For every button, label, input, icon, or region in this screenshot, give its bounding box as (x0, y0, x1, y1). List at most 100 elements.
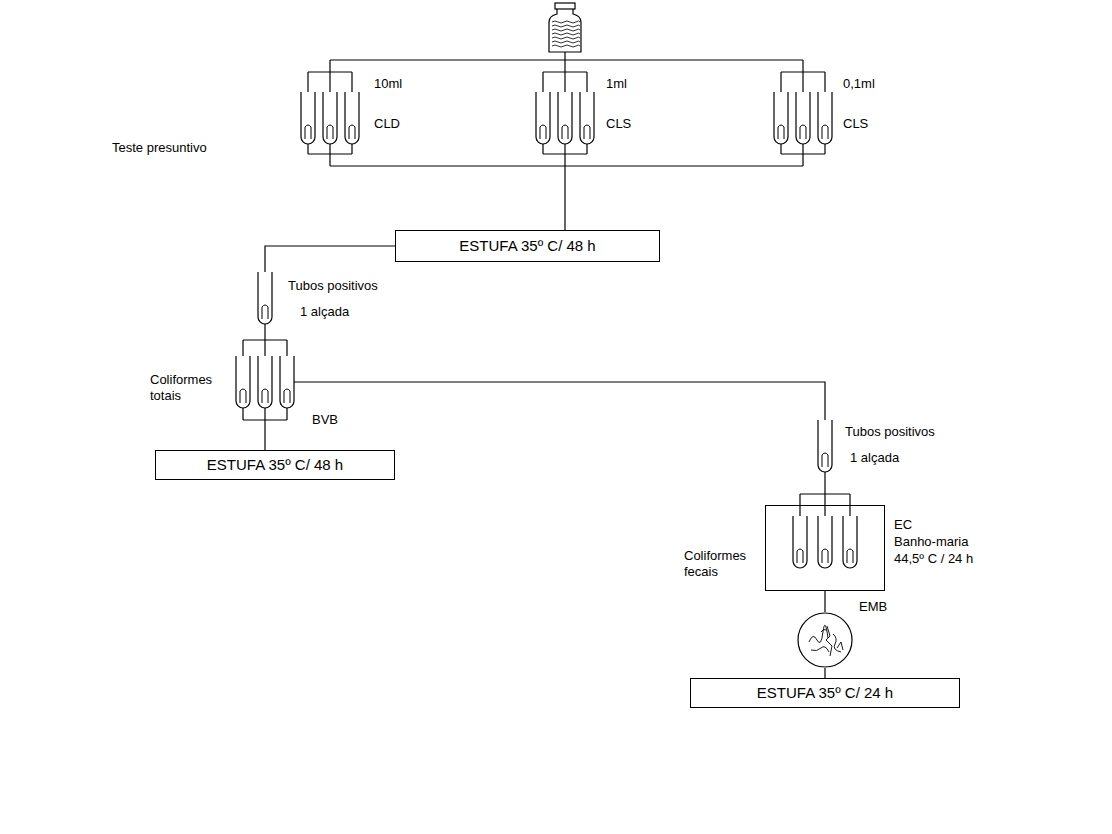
flow-line (802, 154, 803, 166)
flow-line (265, 246, 395, 272)
flow-line (542, 72, 543, 92)
durham-tube (305, 125, 311, 139)
durham-tube (584, 125, 590, 139)
test-tube (301, 92, 315, 144)
bath-text: Banho-maria 44,5º C / 24 h (894, 533, 994, 567)
connector-line (824, 591, 825, 612)
tube-outline (258, 272, 272, 324)
tube-outline (818, 92, 832, 144)
test-tube (580, 92, 594, 144)
flow-line (802, 144, 803, 154)
flow-line (824, 144, 825, 154)
flow-line (780, 72, 781, 92)
flow-line (564, 72, 565, 92)
flow-line (542, 144, 543, 154)
step-label: Tubos positivos (288, 278, 378, 294)
water-bath-box: ECBanho-maria 44,5º C / 24 h (765, 505, 885, 591)
step-label: Tubos positivos (845, 424, 935, 440)
durham-tube (284, 389, 290, 403)
flow-line (802, 60, 803, 72)
medium-label: CLD (374, 116, 400, 132)
flow-line (351, 72, 352, 92)
tube-outline (345, 92, 359, 144)
flow-line (586, 144, 587, 154)
incubator-box: ESTUFA 35º C/ 24 h (690, 678, 960, 708)
colony-growth (821, 629, 827, 632)
medium-label: BVB (312, 412, 338, 428)
test-tube (345, 92, 359, 144)
test-tube (280, 356, 294, 408)
flow-line (264, 340, 265, 356)
flow-line (824, 472, 825, 494)
flow-line (586, 72, 587, 92)
bottle-liquid (552, 41, 580, 43)
test-tube (796, 92, 810, 144)
durham-tube (822, 125, 828, 139)
tube-outline (536, 92, 550, 144)
durham-tube (540, 125, 546, 139)
test-tube (323, 92, 337, 144)
flow-line (242, 408, 243, 420)
flow-line (242, 340, 243, 356)
bottle-liquid (552, 29, 580, 31)
group-label: Coliformes fecais (684, 548, 758, 580)
sample-bottle (549, 3, 581, 52)
flow-lines (243, 52, 850, 516)
tube-outline (558, 92, 572, 144)
flow-line (824, 72, 825, 92)
durham-tube (822, 453, 828, 467)
durham-tube (797, 549, 803, 563)
box-text: ESTUFA 35º C/ 48 h (459, 237, 595, 255)
dish-outline (797, 612, 853, 668)
durham-tube (262, 305, 268, 319)
durham-tube (262, 389, 268, 403)
colony-growth (811, 647, 829, 652)
flow-line (294, 382, 825, 420)
bottle-liquid (552, 33, 580, 35)
durham-tube (349, 125, 355, 139)
flow-line (329, 144, 330, 154)
colony-growth (837, 642, 843, 650)
flow-line (264, 408, 265, 420)
flow-line (564, 154, 565, 166)
tube-outline (774, 92, 788, 144)
bottle-liquid (552, 21, 580, 23)
tube-outline (323, 92, 337, 144)
tube-outline (796, 92, 810, 144)
step-label: 1 alçada (850, 450, 899, 466)
flow-line (351, 144, 352, 154)
flow-line (264, 324, 265, 340)
stage-label: Teste presuntivo (112, 140, 207, 156)
medium-label: CLS (606, 116, 631, 132)
bottle-cap (555, 3, 575, 9)
flow-line (286, 408, 287, 420)
step-label: 1 alçada (300, 304, 349, 320)
bottle-body (549, 8, 581, 52)
tube-outline (236, 356, 250, 408)
flow-line (329, 60, 330, 72)
flow-line (564, 60, 565, 72)
incubator-box: ESTUFA 35º C/ 48 h (155, 450, 395, 480)
test-tube (843, 516, 857, 568)
volume-label: 1ml (606, 76, 627, 92)
flow-line (330, 59, 803, 60)
test-tube (536, 92, 550, 144)
flow-line (307, 72, 308, 92)
flow-line (286, 340, 287, 356)
test-tube (258, 356, 272, 408)
petri-dish: EMB (797, 612, 853, 668)
tube-outline (818, 420, 832, 472)
box-text: ESTUFA 35º C/ 24 h (757, 684, 893, 702)
bottle-liquid (552, 37, 580, 39)
test-tube (236, 356, 250, 408)
dish-rim (798, 613, 852, 667)
flow-line (329, 154, 330, 166)
tube-outline (280, 356, 294, 408)
volume-label: 10ml (374, 76, 402, 92)
test-tube (558, 92, 572, 144)
tube-outline (301, 92, 315, 144)
flow-line (264, 420, 265, 450)
